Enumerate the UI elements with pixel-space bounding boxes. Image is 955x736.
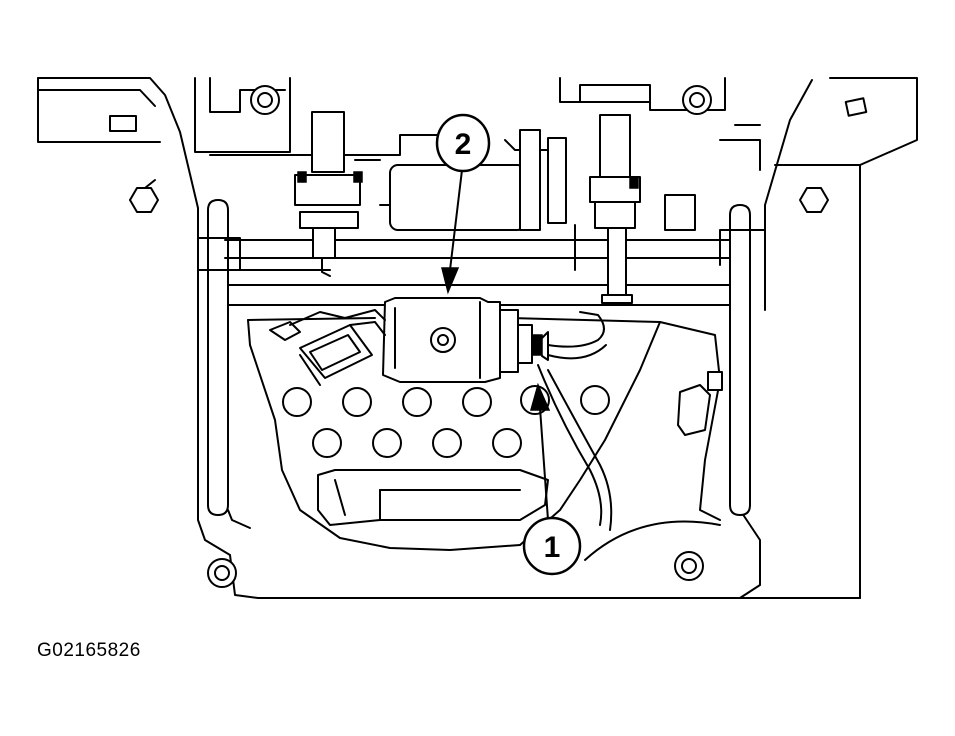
bolt-bottom-right	[674, 551, 704, 581]
right-actuator	[589, 114, 641, 304]
left-rod	[197, 199, 241, 516]
callout-1-label: 1	[544, 531, 561, 564]
callout-1-circle	[522, 516, 582, 576]
figure-id: G02165826	[37, 640, 141, 661]
callout-2-label: 2	[455, 128, 472, 161]
center-module	[379, 129, 696, 271]
bolt-top-right	[682, 85, 712, 115]
callout-2: 2	[435, 113, 491, 295]
callout-1: 1	[522, 382, 582, 576]
right-rod	[719, 204, 766, 516]
callout-2-circle	[435, 113, 491, 173]
main-component	[269, 297, 613, 531]
crossbar	[224, 239, 731, 306]
bolt-top-left	[250, 85, 280, 115]
bolt-right-hex	[799, 187, 829, 213]
bolt-left-hex	[129, 187, 159, 213]
bolt-bottom-left	[207, 558, 237, 588]
shield-plate	[227, 317, 723, 561]
left-actuator	[294, 111, 363, 277]
